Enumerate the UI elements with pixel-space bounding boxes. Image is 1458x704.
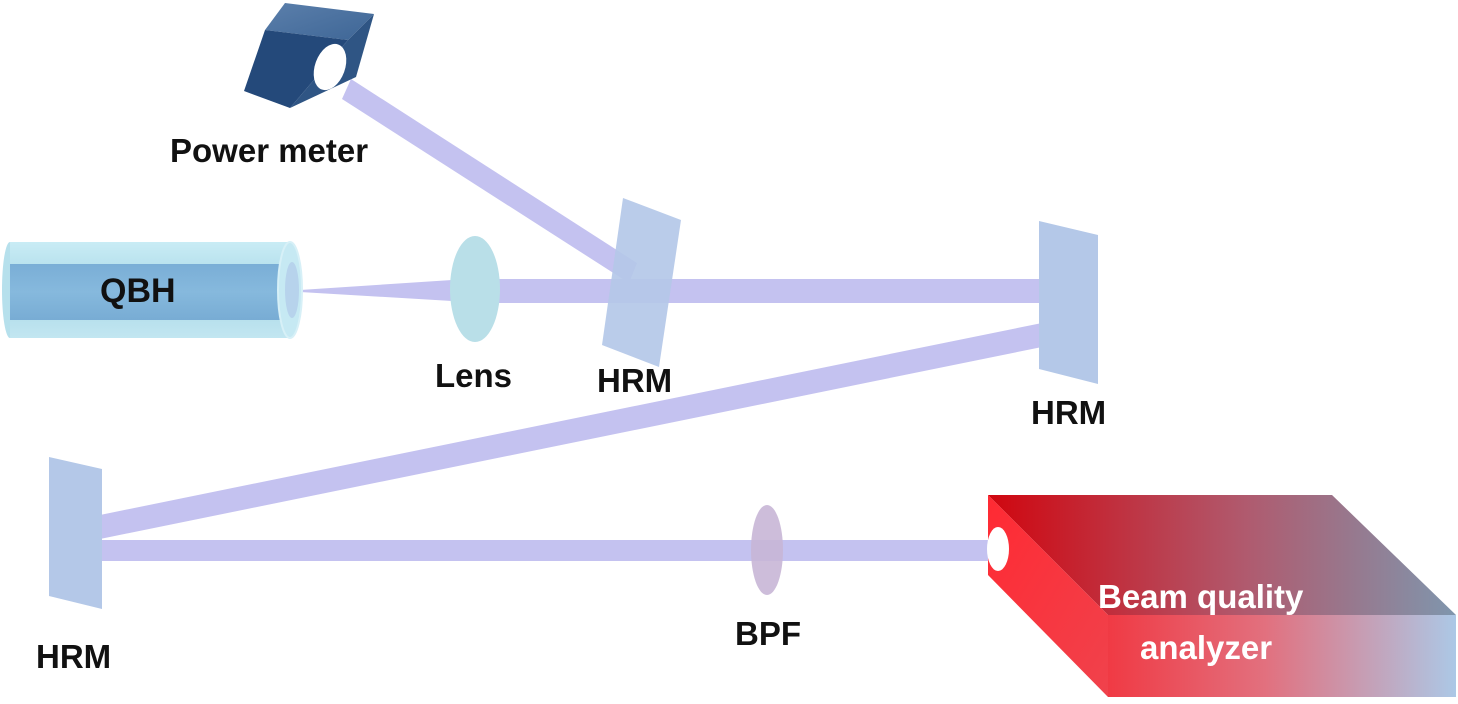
bpf-label: BPF xyxy=(735,615,801,652)
qbh-inner-core xyxy=(10,264,290,320)
analyzer-left-face xyxy=(988,495,1108,697)
lens-label: Lens xyxy=(435,357,512,394)
hrm-2-label: HRM xyxy=(1031,394,1106,431)
analyzer-top-face xyxy=(988,495,1456,615)
hrm-3-label: HRM xyxy=(36,638,111,675)
hrm-3-mirror xyxy=(49,457,102,609)
power-meter xyxy=(244,3,374,108)
qbh-fiber-head xyxy=(2,241,303,339)
power-meter-top-face xyxy=(265,3,374,40)
beam-lens-to-far-mirror xyxy=(495,279,1043,303)
power-meter-aperture xyxy=(313,43,347,91)
lens xyxy=(450,236,500,342)
beam-to-analyzer xyxy=(100,540,990,561)
beam-focused-from-qbh xyxy=(300,280,452,301)
qbh-label: QBH xyxy=(100,272,176,310)
analyzer-front-face xyxy=(1108,615,1456,697)
beam-quality-analyzer xyxy=(987,495,1456,697)
analyzer-aperture xyxy=(987,527,1009,571)
hrm-2-mirror xyxy=(1039,221,1098,384)
hrm-1-mirror xyxy=(602,198,681,367)
beam-to-power-meter xyxy=(342,79,637,283)
bpf-filter xyxy=(751,505,783,595)
analyzer-label-line2: analyzer xyxy=(1140,629,1272,666)
analyzer-label-line1: Beam quality xyxy=(1098,578,1304,615)
beam-diagonal-return xyxy=(100,323,1042,539)
power-meter-side-face xyxy=(244,30,348,108)
hrm-1-label: HRM xyxy=(597,362,672,399)
power-meter-label: Power meter xyxy=(170,132,368,169)
